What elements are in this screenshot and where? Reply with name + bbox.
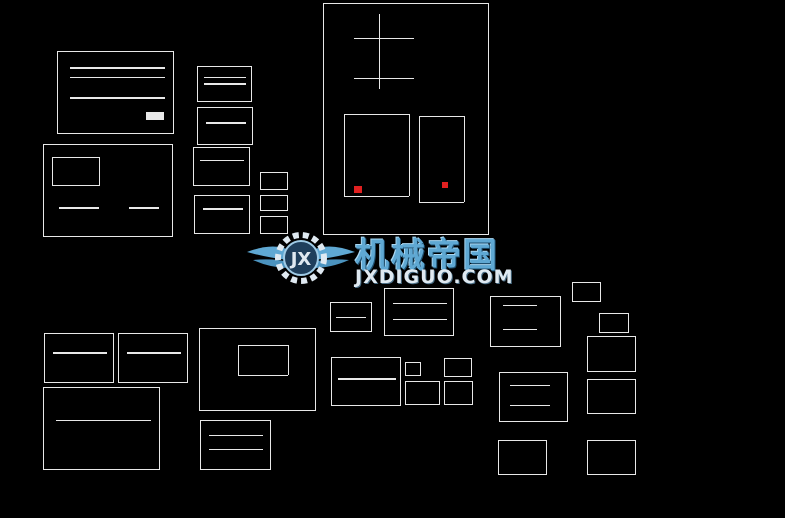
- part-outline: [129, 207, 159, 209]
- drawing-sheet-6[interactable]: [194, 195, 250, 234]
- frame-outline: [344, 114, 345, 196]
- part-outline: [52, 157, 53, 186]
- part-outline: [200, 160, 244, 161]
- part-outline: [503, 305, 537, 306]
- part-outline: [393, 303, 447, 304]
- watermark-title: 机械帝国: [355, 236, 499, 276]
- part-outline: [70, 67, 165, 69]
- drawing-sheet-25[interactable]: [587, 336, 636, 372]
- frame-outline: [354, 78, 414, 79]
- frame-outline: [419, 116, 420, 202]
- drawing-sheet-17[interactable]: [44, 333, 114, 383]
- drawing-sheet-20[interactable]: [199, 328, 316, 411]
- part-outline: [209, 435, 263, 436]
- frame-outline: [344, 196, 409, 197]
- frame-outline: [409, 114, 410, 196]
- part-outline: [59, 207, 99, 209]
- frame-outline: [379, 14, 380, 89]
- red-marker: [354, 186, 362, 193]
- assembly-drawing-sheet[interactable]: [323, 3, 489, 235]
- drawing-sheet-5[interactable]: [193, 147, 250, 186]
- part-outline: [238, 345, 239, 375]
- part-outline: [206, 122, 246, 124]
- drawing-sheet-4[interactable]: [197, 107, 253, 145]
- drawing-sheet-27[interactable]: [587, 379, 636, 414]
- part-outline: [503, 329, 537, 330]
- drawing-sheet-7[interactable]: [260, 172, 288, 190]
- red-marker: [442, 182, 448, 188]
- part-outline: [238, 345, 288, 346]
- drawing-sheet-8[interactable]: [260, 195, 288, 211]
- drawing-sheet-15[interactable]: [444, 358, 472, 377]
- drawing-sheet-11[interactable]: [384, 288, 454, 336]
- part-outline: [393, 319, 447, 320]
- frame-outline: [419, 202, 464, 203]
- part-outline: [52, 185, 100, 186]
- drawing-sheet-18[interactable]: [118, 333, 188, 383]
- part-outline: [209, 449, 263, 450]
- drawing-sheet-19[interactable]: [43, 387, 160, 470]
- drawing-sheet-10[interactable]: [330, 302, 372, 332]
- part-outline: [510, 385, 550, 386]
- drawing-sheet-3[interactable]: [197, 66, 252, 102]
- drawing-sheet-16[interactable]: [444, 381, 473, 405]
- part-outline: [127, 352, 181, 354]
- logo-letters: JX: [289, 249, 312, 270]
- frame-outline: [464, 116, 465, 202]
- part-outline: [52, 157, 100, 158]
- part-outline: [238, 375, 288, 376]
- watermark: JX 机械帝国 JXDIGUO.COM: [245, 228, 545, 290]
- drawing-sheet-9[interactable]: [260, 216, 288, 234]
- frame-outline: [344, 114, 409, 115]
- drawing-sheet-22[interactable]: [490, 296, 561, 347]
- drawing-sheet-21[interactable]: [200, 420, 271, 470]
- frame-outline: [354, 38, 414, 39]
- gear-wings-logo-icon: JX: [247, 232, 355, 284]
- part-outline: [338, 378, 396, 380]
- title-block: [146, 112, 164, 120]
- drawing-sheet-26[interactable]: [499, 372, 568, 422]
- drawing-sheet-24[interactable]: [599, 313, 629, 333]
- drawing-sheet-28[interactable]: [498, 440, 547, 475]
- part-outline: [203, 208, 243, 210]
- part-outline: [288, 345, 289, 375]
- part-outline: [336, 317, 366, 318]
- part-outline: [204, 77, 246, 78]
- drawing-sheet-12[interactable]: [331, 357, 401, 406]
- drawing-sheet-1[interactable]: [57, 51, 174, 134]
- part-outline: [99, 157, 100, 186]
- drawing-sheet-23[interactable]: [572, 282, 601, 302]
- drawing-sheet-14[interactable]: [405, 381, 440, 405]
- drawing-sheet-2[interactable]: [43, 144, 173, 237]
- drawing-sheet-13[interactable]: [405, 362, 421, 376]
- part-outline: [53, 352, 107, 354]
- part-outline: [510, 405, 550, 406]
- watermark-url: JXDIGUO.COM: [355, 266, 514, 288]
- part-outline: [204, 83, 246, 85]
- part-outline: [70, 97, 165, 99]
- drawing-sheet-29[interactable]: [587, 440, 636, 475]
- frame-outline: [419, 116, 464, 117]
- part-outline: [70, 77, 165, 78]
- part-outline: [56, 420, 151, 421]
